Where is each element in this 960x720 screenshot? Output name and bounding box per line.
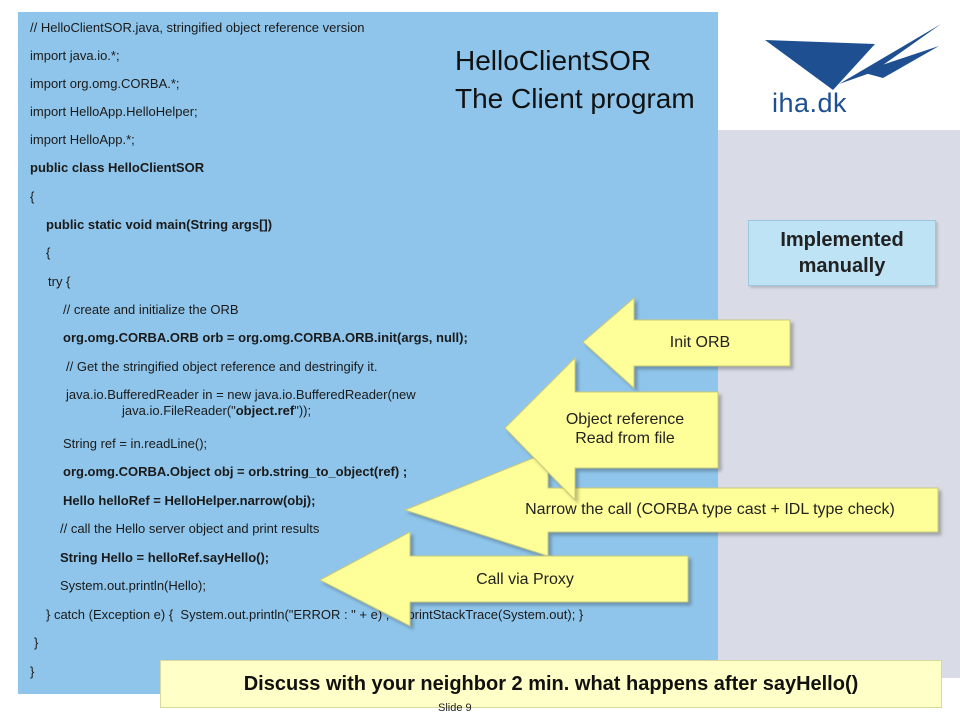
- code-line-import-helloapp: import HelloApp.*;: [30, 132, 135, 147]
- iha-logo-icon: [765, 24, 941, 90]
- code-line-string-to-object: org.omg.CORBA.Object obj = orb.string_to…: [63, 464, 408, 479]
- object-ref-line-2: Read from file: [575, 430, 675, 447]
- code-line-main-decl: public static void main(String args[]): [46, 217, 273, 232]
- code-line-filereader: java.io.FileReader("object.ref"));: [122, 403, 312, 418]
- code-line-close-class: }: [30, 664, 35, 679]
- code-line-readline: String ref = in.readLine();: [63, 436, 208, 451]
- code-line-try: try {: [48, 274, 71, 289]
- init-orb-label: Init ORB: [669, 334, 731, 351]
- code-line-sayhello: String Hello = helloRef.sayHello();: [60, 550, 270, 565]
- code-line-import-io: import java.io.*;: [30, 48, 120, 63]
- code-line-comment-header: // HelloClientSOR.java, stringified obje…: [30, 20, 365, 35]
- code-line-comment-init: // create and initialize the ORB: [63, 302, 239, 317]
- code-line-bufferedreader: java.io.BufferedReader in = new java.io.…: [66, 387, 416, 402]
- call-proxy-label: Call via Proxy: [476, 571, 574, 588]
- slide-number: Slide 9: [438, 702, 472, 714]
- init-orb-arrow: [582, 296, 791, 390]
- code-line-class-decl: public class HelloClientSOR: [30, 160, 205, 175]
- code-line-import-hellohelper: import HelloApp.HelloHelper;: [30, 104, 198, 119]
- title-line-1: HelloClientSOR: [455, 45, 652, 76]
- implemented-line-2: manually: [798, 255, 886, 277]
- call-proxy-arrow: [318, 531, 689, 627]
- logo-text: iha.dk: [772, 88, 848, 118]
- code-line-comment-stringified: // Get the stringified object reference …: [66, 359, 378, 374]
- code-line-main-brace: {: [46, 245, 51, 260]
- code-line-orb-init: org.omg.CORBA.ORB orb = org.omg.CORBA.OR…: [63, 330, 468, 345]
- slide-title: HelloClientSOR The Client program: [455, 42, 695, 118]
- discuss-banner: Discuss with your neighbor 2 min. what h…: [160, 660, 942, 708]
- code-line-comment-call: // call the Hello server object and prin…: [60, 521, 320, 536]
- object-ref-arrow: [504, 356, 719, 502]
- object-ref-line-1: Object reference: [565, 411, 685, 428]
- code-line-catch: } catch (Exception e) { System.out.print…: [46, 607, 584, 622]
- code-line-import-corba: import org.omg.CORBA.*;: [30, 76, 180, 91]
- code-line-narrow: Hello helloRef = HelloHelper.narrow(obj)…: [63, 493, 316, 508]
- title-line-2: The Client program: [455, 83, 695, 114]
- narrow-label: Narrow the call (CORBA type cast + IDL t…: [525, 501, 895, 518]
- implemented-manually-box: Implemented manually: [748, 220, 936, 286]
- code-line-println: System.out.println(Hello);: [60, 578, 206, 593]
- code-line-open-brace: {: [30, 189, 35, 204]
- object-ref-label: Object reference Read from file: [540, 410, 710, 448]
- implemented-line-1: Implemented: [780, 229, 904, 251]
- code-line-close-main: }: [34, 635, 39, 650]
